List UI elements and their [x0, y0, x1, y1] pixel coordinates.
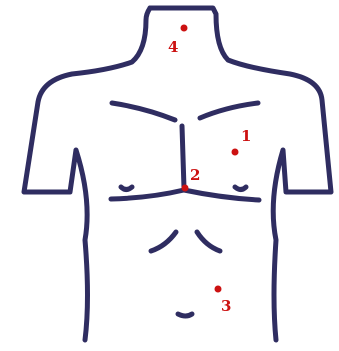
- right-pec-line: [200, 103, 258, 118]
- marker-1: 1: [232, 127, 252, 156]
- right-nipple: [235, 187, 246, 190]
- sternum-line: [182, 126, 184, 188]
- marker-1-dot: [232, 149, 239, 156]
- navel: [178, 314, 192, 316]
- marker-3: 3: [215, 286, 232, 316]
- left-nipple: [121, 187, 132, 190]
- marker-1-label: 1: [241, 127, 251, 145]
- body-outline-left: [24, 8, 150, 340]
- marker-2-label: 2: [190, 166, 200, 184]
- marker-2-dot: [182, 185, 189, 192]
- left-ab-line: [151, 232, 176, 251]
- marker-3-dot: [215, 286, 222, 293]
- left-pec-line: [112, 103, 175, 120]
- body-outline: [150, 8, 331, 340]
- marker-3-label: 3: [221, 297, 231, 315]
- marker-4-label: 4: [168, 38, 178, 56]
- marker-4-dot: [181, 25, 188, 32]
- right-ab-line: [197, 232, 220, 251]
- marker-4: 4: [168, 25, 188, 57]
